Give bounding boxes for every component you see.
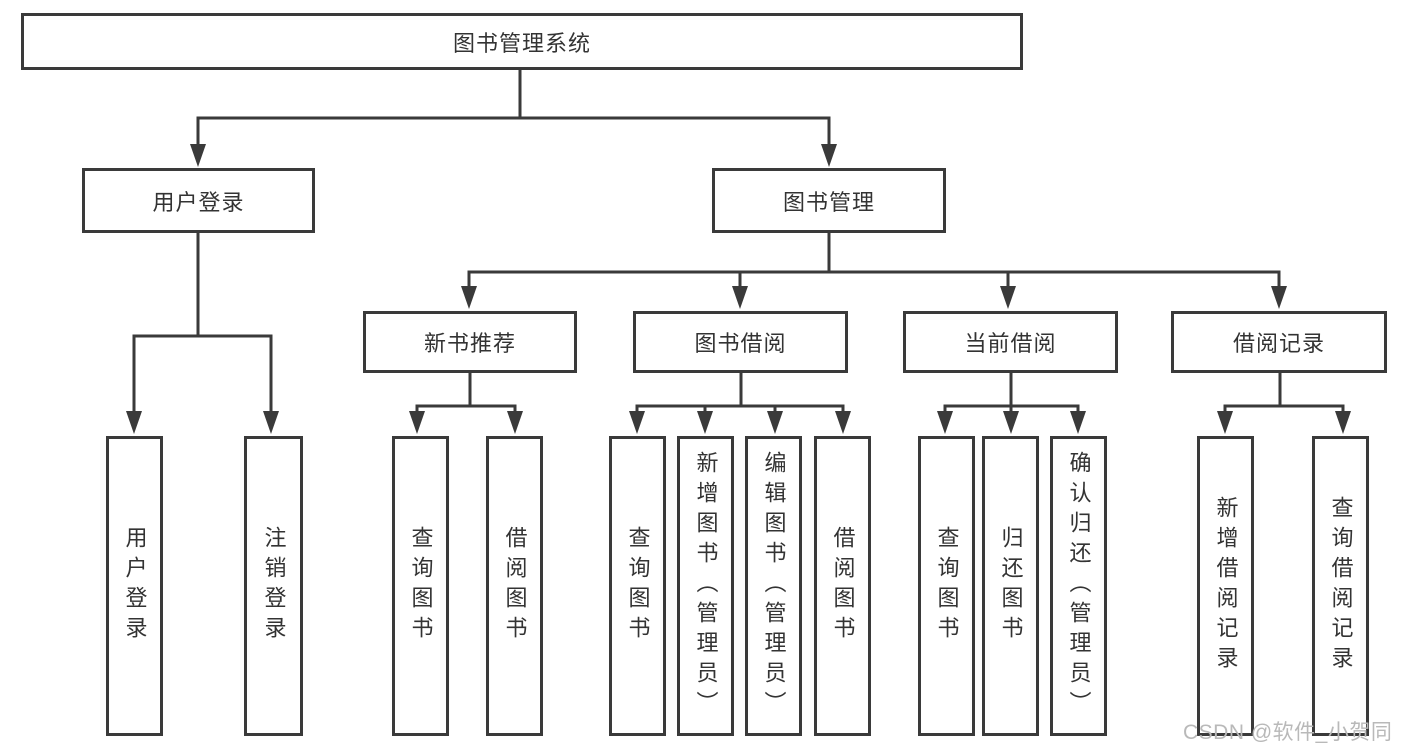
leaf-borrow-books-recommend: 借阅图书 xyxy=(486,436,543,736)
leaf-return-books: 归还图书 xyxy=(982,436,1039,736)
leaf-add-borrow-record: 新增借阅记录 xyxy=(1197,436,1254,736)
node-book-management: 图书管理 xyxy=(712,168,946,233)
node-borrow-records: 借阅记录 xyxy=(1171,311,1387,373)
leaf-edit-books-admin: 编辑图书（管理员） xyxy=(745,436,802,736)
leaf-logout-login: 注销登录 xyxy=(244,436,303,736)
leaf-user-login: 用户登录 xyxy=(106,436,163,736)
leaf-query-borrow-record: 查询借阅记录 xyxy=(1312,436,1369,736)
leaf-query-books-borrow: 查询图书 xyxy=(609,436,666,736)
node-new-book-recommend: 新书推荐 xyxy=(363,311,577,373)
leaf-query-books-current: 查询图书 xyxy=(918,436,975,736)
watermark: CSDN @软件_小贺同学 xyxy=(1183,721,1393,744)
node-book-borrow: 图书借阅 xyxy=(633,311,848,373)
node-user-login: 用户登录 xyxy=(82,168,315,233)
node-root: 图书管理系统 xyxy=(21,13,1023,70)
leaf-query-books-recommend: 查询图书 xyxy=(392,436,449,736)
node-current-borrow: 当前借阅 xyxy=(903,311,1118,373)
leaf-confirm-return-admin: 确认归还（管理员） xyxy=(1050,436,1107,736)
leaf-borrow-books: 借阅图书 xyxy=(814,436,871,736)
leaf-add-books-admin: 新增图书（管理员） xyxy=(677,436,734,736)
